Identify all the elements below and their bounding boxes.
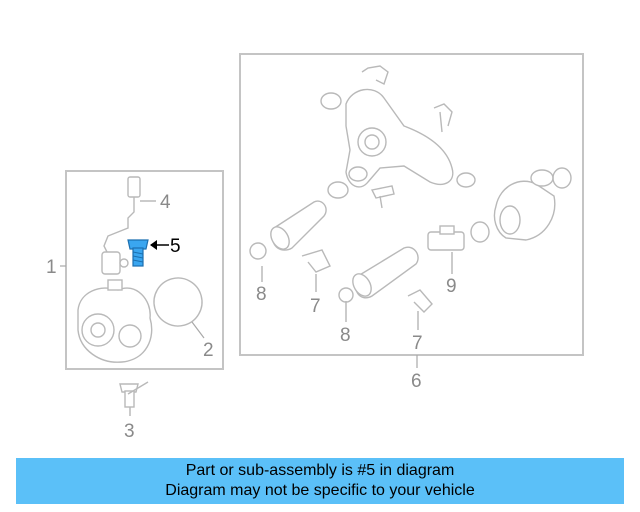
callout-9: 9 — [446, 276, 457, 297]
part-thermostat-housing — [320, 65, 476, 209]
callout-7a: 7 — [310, 296, 321, 317]
part-clip-7b — [407, 289, 433, 313]
banner-line-2: Diagram may not be specific to your vehi… — [165, 482, 475, 499]
callout-5: 5 — [170, 236, 181, 257]
part-clip-7a — [301, 249, 331, 273]
part-oring-right — [470, 221, 490, 243]
part-bolt-5 — [127, 239, 169, 267]
callout-1: 1 — [46, 257, 57, 278]
callout-8b: 8 — [340, 325, 351, 346]
part-oring-top-right — [552, 167, 572, 189]
callout-2: 2 — [203, 340, 214, 361]
group-box-right — [239, 53, 584, 356]
part-hose-left — [270, 200, 327, 251]
info-banner: Part or sub-assembly is #5 in diagram Di… — [16, 458, 624, 504]
part-bolt-3 — [119, 381, 149, 408]
part-oring-2 — [153, 277, 203, 327]
part-hose-middle — [352, 246, 419, 299]
callout-4: 4 — [160, 192, 171, 213]
callout-6: 6 — [411, 371, 422, 392]
callouts: 1 2 3 4 5 6 7 7 8 8 9 — [46, 192, 457, 442]
part-oring-8a — [249, 242, 267, 260]
part-sensor-harness — [101, 176, 141, 275]
callout-7b: 7 — [412, 333, 423, 354]
callout-8a: 8 — [256, 284, 267, 305]
part-outlet-pipe — [493, 169, 556, 241]
parts-diagram: 1 2 3 4 5 6 7 7 8 8 9 — [46, 53, 584, 442]
group-box-left — [65, 170, 224, 370]
part-oring-8b — [338, 287, 354, 303]
part-sensor-9 — [427, 225, 465, 251]
banner-line-1: Part or sub-assembly is #5 in diagram — [185, 462, 455, 479]
callout-3: 3 — [124, 421, 135, 442]
part-water-pump — [77, 279, 153, 363]
